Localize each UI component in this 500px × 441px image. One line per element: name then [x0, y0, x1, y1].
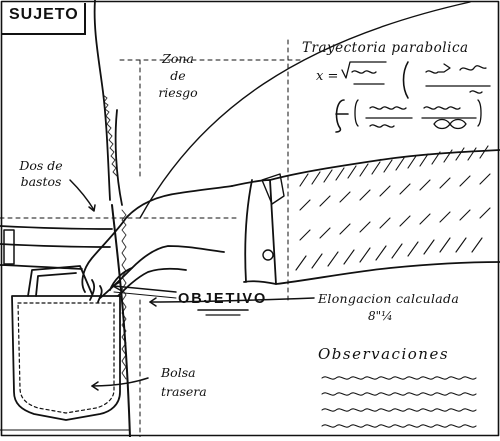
svg-text:x =: x =: [316, 69, 338, 84]
formula-scribbles: x =: [316, 61, 491, 133]
elongacion-label: Elongacion calculada: [318, 291, 460, 306]
objetivo-label: OBJETIVO: [178, 291, 268, 307]
hand-and-sleeve: [81, 149, 500, 303]
sleeve-hatching: [295, 145, 491, 271]
back-pocket: [11, 265, 121, 421]
pointer-arrows: [69, 179, 315, 391]
zona-de-riesgo-label: Zona de riesgo: [158, 51, 198, 100]
sujeto-title: SUJETO: [9, 6, 79, 23]
observations-scribble: [321, 376, 477, 428]
elongacion-value: 8"¼: [368, 309, 393, 323]
trayectoria-label: Trayectoria parabolica: [302, 40, 469, 56]
subject-body: [0, 0, 131, 438]
guide-lines: [0, 39, 301, 438]
dos-de-bastos-label: Dos de bastos: [19, 158, 63, 189]
bolsa-trasera-label: Bolsa trasera: [161, 365, 207, 399]
parabolic-trajectory-line: [139, 1, 471, 219]
title-box: [2, 3, 86, 35]
trouser-texture: [102, 94, 127, 380]
belt: [0, 225, 113, 270]
observaciones-heading: Observaciones: [318, 345, 450, 363]
